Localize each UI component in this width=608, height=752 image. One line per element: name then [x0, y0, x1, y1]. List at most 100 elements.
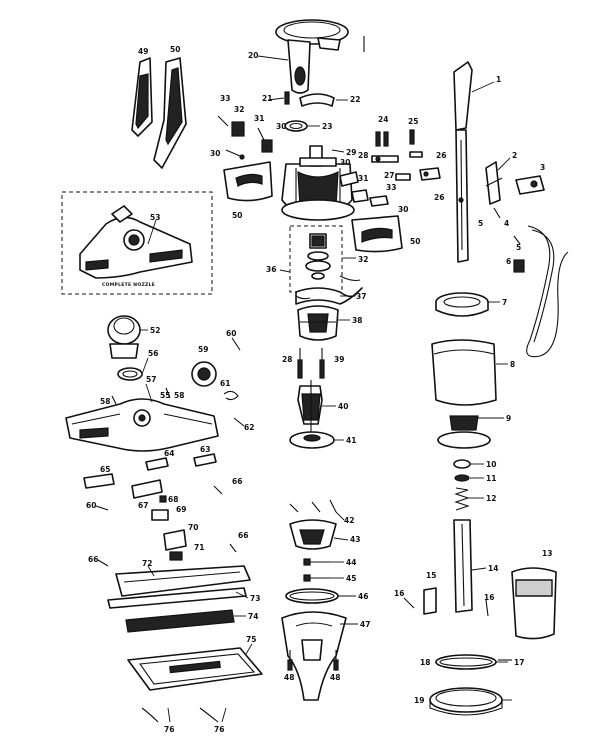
label-76-b: 76 — [214, 725, 224, 734]
label-62: 62 — [244, 423, 254, 432]
part-fan-housing-dashed — [289, 225, 343, 293]
label-66-a: 66 — [232, 477, 242, 486]
part-bracket-70 — [163, 529, 187, 551]
part-ring-11 — [454, 474, 470, 482]
part-baseplate-72 — [115, 565, 251, 597]
label-47: 47 — [360, 620, 370, 629]
label-52-b: 50 — [410, 237, 420, 246]
label-70: 70 — [188, 523, 198, 532]
part-filter-top-9 — [437, 415, 491, 449]
part-clip-71 — [169, 551, 183, 561]
label-28: 27 — [384, 171, 394, 180]
label-52-a: 50 — [232, 211, 242, 220]
label-7: 7 — [502, 298, 507, 307]
label-33-b: 32 — [358, 255, 368, 264]
part-bottom-plate-75 — [127, 647, 263, 691]
label-2: 2 — [512, 151, 517, 160]
part-handle-tube-1 — [453, 61, 473, 263]
part-screw-28 — [395, 173, 411, 181]
label-48-b: 48 — [330, 673, 340, 682]
part-pad-69 — [151, 509, 169, 521]
part-bracket-29 — [371, 155, 399, 163]
part-shaft-73 — [107, 587, 247, 609]
part-clip-35 — [339, 171, 389, 207]
label-18: 18 — [420, 658, 430, 667]
label-31-d: 30 — [398, 205, 408, 214]
label-50: 50 — [170, 45, 180, 54]
part-wire-harness — [295, 275, 363, 305]
part-screw-60-top — [231, 337, 241, 351]
label-29-b: 28 — [282, 355, 292, 364]
label-26: 26 — [436, 151, 446, 160]
label-1: 1 — [496, 75, 501, 84]
part-clip-22 — [299, 93, 335, 107]
part-ring-46 — [285, 588, 339, 604]
label-34-b: 33 — [386, 183, 396, 192]
part-end-bracket — [297, 305, 339, 341]
part-clip-63 — [193, 453, 217, 467]
label-72: 72 — [142, 559, 152, 568]
part-screw-5 — [513, 235, 521, 245]
part-cord-hook-2 — [485, 161, 503, 205]
part-bracket-15 — [423, 587, 437, 615]
label-43: 43 — [350, 535, 360, 544]
label-54: 53 — [150, 213, 160, 222]
part-screws-57-58 — [111, 387, 171, 405]
part-latch-65 — [83, 473, 115, 489]
label-8: 8 — [510, 360, 515, 369]
label-20: 20 — [248, 51, 258, 60]
part-gasket-18 — [435, 654, 497, 670]
part-motor-screws — [297, 348, 325, 379]
label-3: 3 — [540, 163, 545, 172]
part-switch-27 — [419, 167, 441, 181]
part-clip-62 — [233, 417, 245, 427]
label-13: 13 — [542, 549, 552, 558]
label-58-a: 58 — [100, 397, 110, 406]
part-dirt-cup-cover — [275, 19, 349, 94]
label-9: 9 — [506, 414, 511, 423]
label-39: 39 — [334, 355, 344, 364]
part-ring-10 — [453, 459, 471, 469]
label-68: 68 — [168, 495, 178, 504]
part-power-cord-6 — [513, 225, 569, 358]
label-16-b: 16 — [484, 593, 494, 602]
label-40: 40 — [338, 402, 348, 411]
label-45: 45 — [346, 574, 356, 583]
part-brushroll-74 — [125, 609, 235, 633]
part-fan-cover — [289, 519, 337, 550]
label-25: 25 — [408, 117, 418, 126]
part-screw-31 — [225, 149, 245, 160]
label-33: 32 — [234, 105, 244, 114]
label-31-b: 30 — [210, 149, 220, 158]
label-76-a: 76 — [164, 725, 174, 734]
label-31-a: 30 — [276, 122, 286, 131]
part-filter-ring-7 — [435, 292, 489, 317]
part-screw-60-mid — [95, 505, 109, 511]
label-19: 19 — [414, 696, 424, 705]
part-screws-48 — [287, 650, 339, 671]
part-spring-61 — [223, 390, 239, 401]
part-motor-housing — [281, 145, 355, 221]
part-screws-42 — [289, 499, 337, 513]
label-55: 55 — [160, 391, 170, 400]
part-filter-8 — [431, 339, 497, 406]
part-light-lens-53 — [107, 315, 141, 359]
part-spring-66-right — [213, 485, 223, 495]
leader-lines — [140, 55, 512, 723]
part-spring-26 — [409, 151, 423, 158]
part-latch-24 — [375, 131, 389, 147]
label-61: 61 — [220, 379, 230, 388]
part-nozzle-housing — [65, 398, 219, 452]
label-56: 56 — [148, 349, 158, 358]
label-65: 65 — [100, 465, 110, 474]
part-screw-21 — [284, 91, 290, 105]
part-collar-19 — [429, 687, 503, 716]
label-27: 26 — [434, 193, 444, 202]
label-14: 14 — [488, 564, 498, 573]
part-bracket-67 — [131, 479, 163, 499]
label-29-a: 28 — [358, 151, 368, 160]
label-66-b: 66 — [238, 531, 248, 540]
part-fan — [289, 431, 335, 449]
part-spring-12 — [454, 487, 470, 511]
